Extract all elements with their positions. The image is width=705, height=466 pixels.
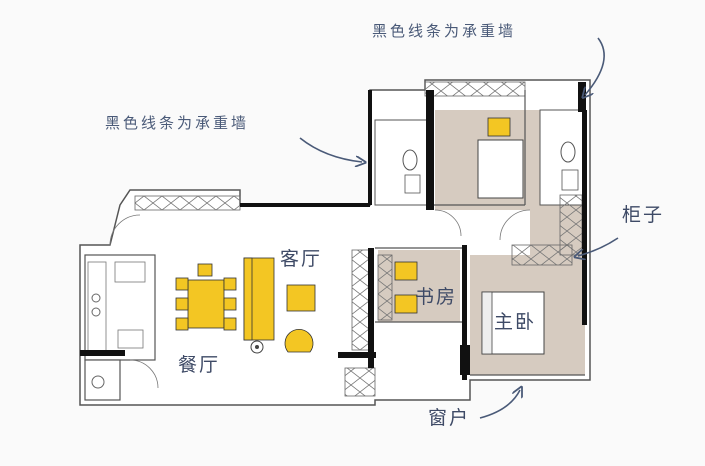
secondary-bed <box>477 139 524 199</box>
balcony-utility <box>84 359 121 401</box>
armchair <box>286 284 316 312</box>
arrow-load-wall-top <box>585 37 605 95</box>
guest-bathroom <box>374 119 431 206</box>
cabinet-master <box>511 244 573 266</box>
window-strip-bottom <box>344 367 376 397</box>
kitchen-counter <box>87 261 107 353</box>
lounge-chair <box>284 329 314 353</box>
chair-yellow <box>487 117 511 137</box>
dining-set <box>175 263 237 331</box>
label-study: 书房 <box>415 286 458 308</box>
cabinet-study <box>377 254 393 321</box>
load-bearing-walls <box>80 82 587 380</box>
arrow-load-wall-left <box>299 137 362 162</box>
window-strip-bedroom-top <box>424 81 526 97</box>
annotation-load-wall-left: 黑色线条为承重墙 <box>105 114 250 132</box>
label-dining-room: 餐厅 <box>178 354 221 376</box>
arrow-window <box>479 390 520 419</box>
study-chair-2 <box>394 294 418 314</box>
study-chair-1 <box>394 261 418 281</box>
annotation-load-wall-top: 黑色线条为承重墙 <box>372 22 517 40</box>
window-strip-top <box>134 195 241 211</box>
label-master-bedroom: 主卧 <box>494 311 537 333</box>
annotation-cabinet: 柜子 <box>622 204 665 226</box>
cabinet-living-wall <box>351 249 371 351</box>
sofa <box>243 257 275 341</box>
label-living-room: 客厅 <box>280 248 323 270</box>
annotation-window: 窗户 <box>428 407 471 429</box>
arrow-cabinet <box>578 237 619 256</box>
